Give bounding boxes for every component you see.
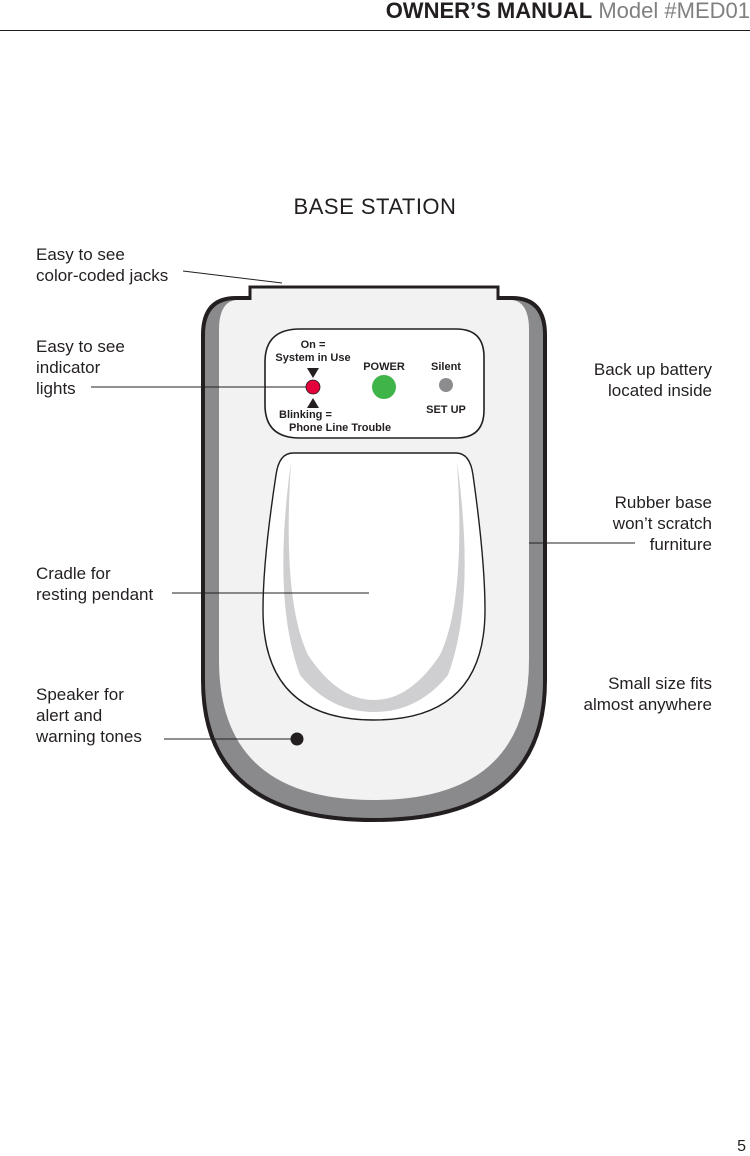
callout-indicator-lights: Easy to see indicator lights — [36, 337, 125, 398]
on-label: On = — [301, 339, 326, 351]
pendant-cradle — [262, 452, 486, 721]
callout-battery: Back up battery located inside — [593, 360, 712, 400]
model-number: Model #MED01 — [598, 0, 750, 23]
blinking-label: Blinking = — [279, 409, 332, 421]
phone-line-trouble-label: Phone Line Trouble — [289, 422, 391, 434]
page-header: OWNER’S MANUAL Model #MED01 — [386, 0, 750, 24]
silent-button[interactable] — [439, 378, 453, 392]
up-arrow-icon — [307, 398, 319, 408]
header-rule — [0, 30, 750, 31]
callout-cradle: Cradle for resting pendant — [36, 564, 154, 604]
silent-label: Silent — [431, 361, 461, 373]
set-up-label: SET UP — [426, 404, 466, 416]
power-light — [372, 375, 396, 399]
system-light — [305, 379, 321, 395]
down-arrow-icon — [307, 368, 319, 378]
system-in-use-label: System in Use — [275, 352, 350, 364]
section-title: BASE STATION — [293, 194, 457, 219]
speaker-dot — [290, 732, 304, 746]
jack-slot — [248, 285, 500, 300]
manual-title: OWNER’S MANUAL — [385, 0, 593, 23]
callout-small-size: Small size fits almost anywhere — [583, 674, 712, 714]
callout-speaker: Speaker for alert and warning tones — [36, 685, 142, 746]
power-label: POWER — [363, 361, 405, 373]
page-number: 5 — [737, 1138, 746, 1155]
callout-jacks: Easy to see color-coded jacks — [36, 245, 169, 285]
callout-rubber-base: Rubber base won’t scratch furniture — [612, 493, 712, 554]
jacks-leader-line — [182, 270, 283, 284]
